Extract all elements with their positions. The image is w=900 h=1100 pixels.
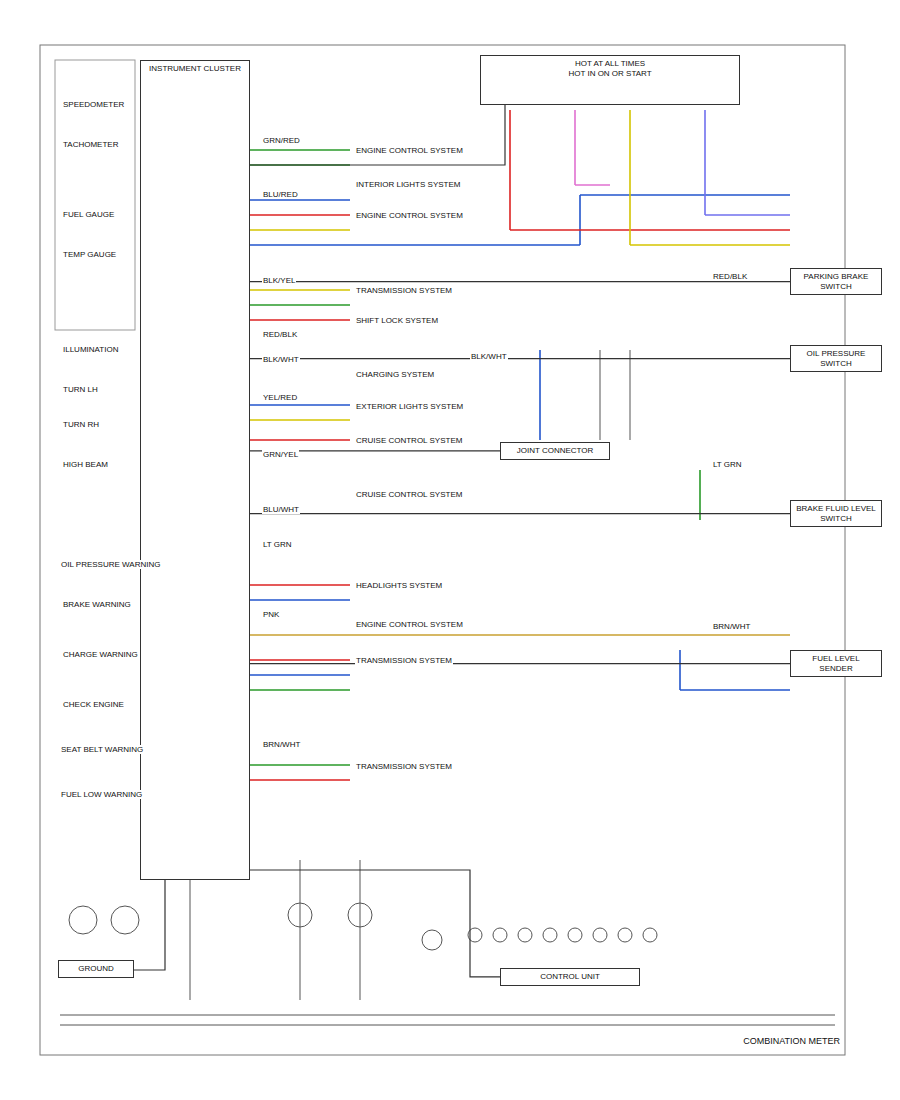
wire-label: BLU/RED	[262, 190, 299, 199]
wire-label: OIL PRESSURE WARNING	[60, 560, 161, 569]
wire-connector	[250, 105, 505, 165]
wire-label: RED/BLK	[262, 330, 298, 339]
wire-label: BLK/WHT	[470, 352, 508, 361]
wire-label: ILLUMINATION	[62, 345, 119, 354]
wire-label: CHECK ENGINE	[62, 700, 125, 709]
wire-connector	[250, 870, 500, 977]
caption: COMBINATION METER	[743, 1036, 840, 1046]
wire-connector	[250, 281, 790, 282]
wire-label: YEL/RED	[262, 393, 298, 402]
wire-label: RED/BLK	[712, 272, 748, 281]
wire-label: TURN LH	[62, 385, 99, 394]
gauge-group	[55, 60, 135, 330]
page-frame	[40, 45, 845, 1055]
component-box: GROUND	[58, 960, 134, 978]
wire-label: BRAKE WARNING	[62, 600, 132, 609]
cluster-box: INSTRUMENT CLUSTER	[140, 60, 250, 880]
component-box: BRAKE FLUID LEVEL SWITCH	[790, 500, 882, 527]
wire-label: PNK	[262, 610, 280, 619]
component-label: CONTROL UNIT	[505, 972, 635, 982]
wire-label: FUEL LOW WARNING	[60, 790, 143, 799]
component-label: OIL PRESSURE SWITCH	[795, 349, 877, 368]
wire-label: SPEEDOMETER	[62, 100, 125, 109]
wire-label: SEAT BELT WARNING	[60, 745, 144, 754]
wire-label: TRANSMISSION SYSTEM	[355, 286, 453, 295]
component-box: PARKING BRAKE SWITCH	[790, 268, 882, 295]
wire-label: CRUISE CONTROL SYSTEM	[355, 436, 463, 445]
component-box: FUEL LEVEL SENDER	[790, 650, 882, 677]
wire-label: LT GRN	[712, 460, 743, 469]
wire-label: HEADLIGHTS SYSTEM	[355, 581, 443, 590]
wire-label: CHARGING SYSTEM	[355, 370, 435, 379]
wire-label: ENGINE CONTROL SYSTEM	[355, 620, 464, 629]
component-label: FUEL LEVEL SENDER	[795, 654, 877, 673]
wire-label: TACHOMETER	[62, 140, 119, 149]
wire-connector	[250, 663, 790, 664]
wire-label: LT GRN	[262, 540, 293, 549]
wire-label: TURN RH	[62, 420, 100, 429]
component-box: HOT AT ALL TIMESHOT IN ON OR START	[480, 55, 740, 105]
component-box: CONTROL UNIT	[500, 968, 640, 986]
component-box: OIL PRESSURE SWITCH	[790, 345, 882, 372]
wire-label: GRN/RED	[262, 136, 301, 145]
wire-label: GRN/YEL	[262, 450, 299, 459]
wire-label: ENGINE CONTROL SYSTEM	[355, 211, 464, 220]
wire-connector	[250, 513, 790, 514]
component-label: BRAKE FLUID LEVEL SWITCH	[795, 504, 877, 523]
wire-label: CRUISE CONTROL SYSTEM	[355, 490, 463, 499]
wire-label: BLK/WHT	[262, 355, 300, 364]
component-label: HOT AT ALL TIMES	[485, 59, 735, 69]
component-label: PARKING BRAKE SWITCH	[795, 272, 877, 291]
wire-label: TRANSMISSION SYSTEM	[355, 656, 453, 665]
wire-label: TRANSMISSION SYSTEM	[355, 762, 453, 771]
component-label: GROUND	[63, 964, 129, 974]
wire-label: INTERIOR LIGHTS SYSTEM	[355, 180, 461, 189]
wire-label: EXTERIOR LIGHTS SYSTEM	[355, 402, 464, 411]
wire-label: BLU/WHT	[262, 505, 300, 514]
component-label: JOINT CONNECTOR	[505, 446, 605, 456]
wire-label: CHARGE WARNING	[62, 650, 139, 659]
component-box: JOINT CONNECTOR	[500, 442, 610, 460]
wire-connector	[250, 358, 790, 359]
wire-connector	[134, 880, 165, 970]
wire-label: BRN/WHT	[262, 740, 301, 749]
wire-label: BRN/WHT	[712, 622, 751, 631]
wire-label: BLK/YEL	[262, 276, 296, 285]
wire-label: ENGINE CONTROL SYSTEM	[355, 146, 464, 155]
component-label: HOT IN ON OR START	[485, 69, 735, 79]
wire-label: SHIFT LOCK SYSTEM	[355, 316, 439, 325]
wire-label: HIGH BEAM	[62, 460, 109, 469]
wire-label: FUEL GAUGE	[62, 210, 115, 219]
component-label: INSTRUMENT CLUSTER	[145, 64, 245, 74]
wire-label: TEMP GAUGE	[62, 250, 117, 259]
